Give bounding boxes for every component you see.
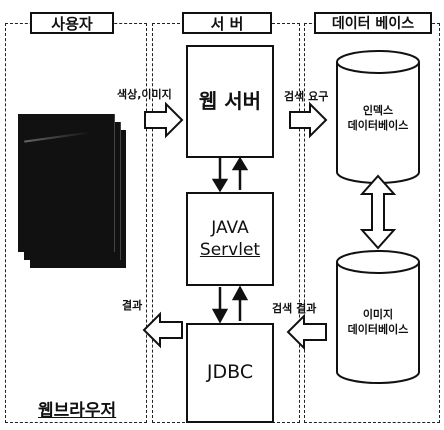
db-link-double-arrow xyxy=(362,176,394,248)
image-database-label-line1: 이미지 xyxy=(337,308,419,323)
image-database-label: 이미지 데이터베이스 xyxy=(337,308,419,338)
index-database-label: 인덱스 데이터베이스 xyxy=(337,104,419,134)
search-request-arrow xyxy=(290,104,326,136)
webserver-servlet-arrows xyxy=(214,158,246,190)
index-database-label-line2: 데이터베이스 xyxy=(337,119,419,134)
index-database-label-line1: 인덱스 xyxy=(337,104,419,119)
servlet-jdbc-arrows xyxy=(214,287,246,321)
image-database-label-line2: 데이터베이스 xyxy=(337,323,419,338)
search-result-arrow xyxy=(288,316,326,348)
result-arrow xyxy=(144,314,182,346)
color-image-arrow xyxy=(145,104,182,136)
